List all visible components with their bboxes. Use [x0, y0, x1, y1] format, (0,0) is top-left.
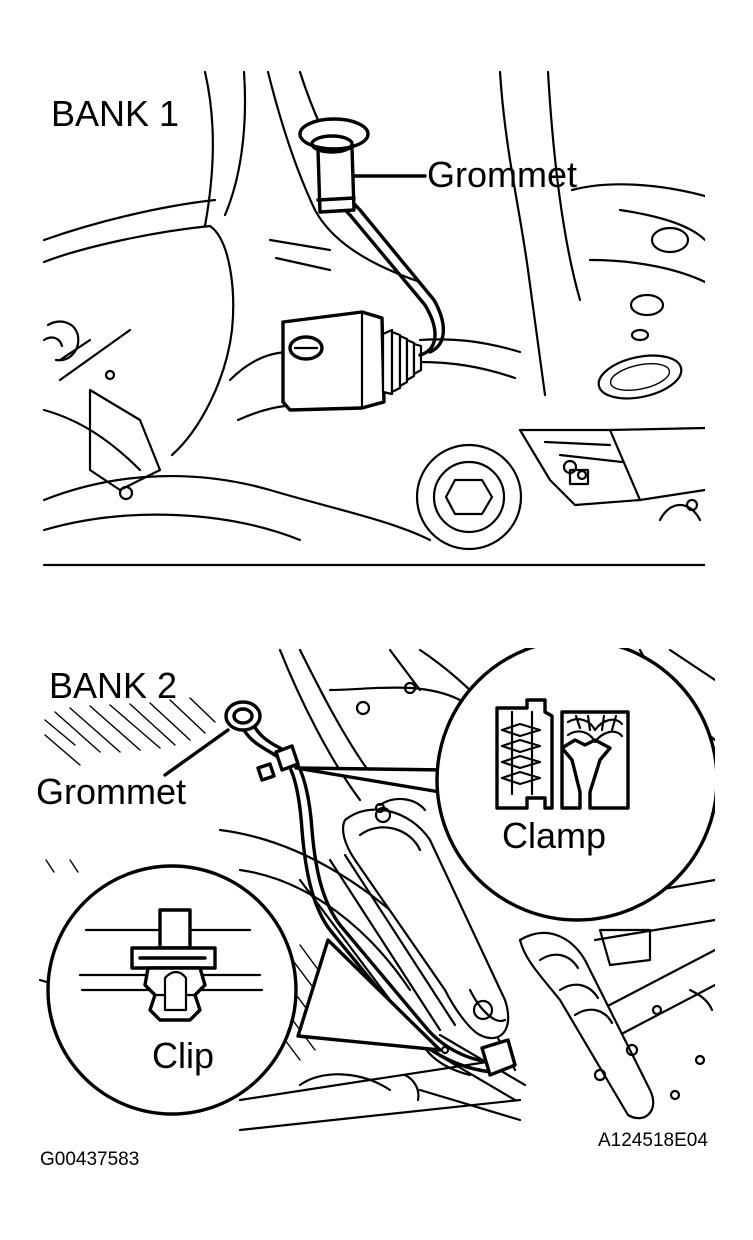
clip-callout: Clip — [152, 1035, 215, 1076]
figure-id-left: G00437583 — [40, 1149, 140, 1170]
grommet-callout-bottom: Grommet — [36, 771, 187, 812]
clamp-detail — [495, 698, 630, 810]
grommet-callout-top: Grommet — [427, 154, 578, 195]
clamp-callout: Clamp — [502, 815, 607, 856]
figure-id-right: A124518E04 — [598, 1130, 708, 1151]
bank1-label: BANK 1 — [51, 93, 180, 134]
bank2-label: BANK 2 — [49, 665, 178, 706]
clip-detail — [78, 908, 264, 1022]
